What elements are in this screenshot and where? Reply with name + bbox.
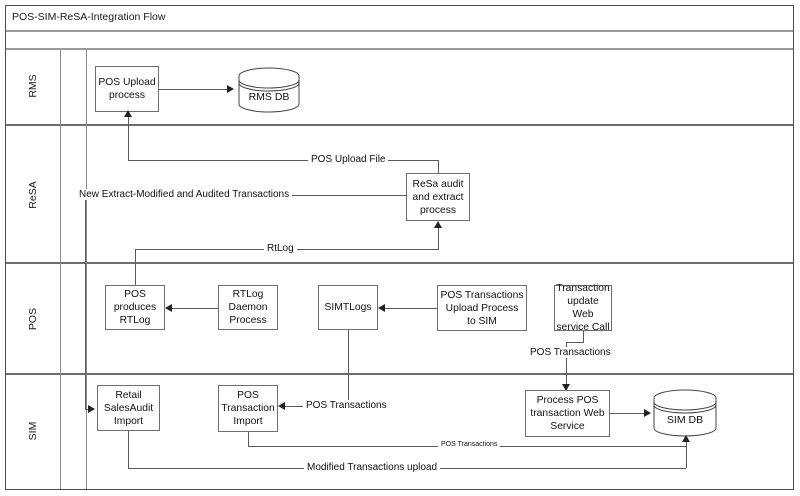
arrowhead-upload-to-rmsdb xyxy=(227,85,234,93)
lane-label-pos: POS xyxy=(27,307,39,331)
arrowhead-txnupdate-to-processpos xyxy=(562,384,570,391)
node-process-pos-transaction-web-service[interactable]: Process POS transaction Web Service xyxy=(525,390,610,437)
arrowhead-upload-to-simtlogs xyxy=(378,304,385,312)
connector-upload-to-simtlogs xyxy=(385,308,437,309)
arrowhead-pos-upload-file xyxy=(124,110,132,117)
node-retail-salesaudit-import[interactable]: Retail SalesAudit Import xyxy=(97,385,160,431)
node-sim-db[interactable]: SIM DB xyxy=(653,389,717,437)
arrowhead-rtlog xyxy=(434,221,442,228)
node-rms-db-label: RMS DB xyxy=(248,91,290,103)
connector-postxnimport-into-simdb xyxy=(686,440,687,446)
connector-pos-upload-file-right-vertical xyxy=(438,160,439,173)
arrowhead-postxnimport-to-simdb xyxy=(682,435,690,442)
connector-simtlogs-vertical xyxy=(348,330,349,406)
node-pos-produces-rtlog[interactable]: POS produces RTLog xyxy=(105,285,165,330)
arrowhead-simtlogs-to-postxnimport xyxy=(278,402,285,410)
connector-modified-left-vertical xyxy=(128,431,129,468)
connector-pos-upload-file-horizontal xyxy=(128,160,439,161)
connector-processpos-to-simdb xyxy=(610,413,644,414)
diagram-title: POS-SIM-ReSA-Integration Flow xyxy=(12,11,166,23)
arrowhead-daemon-to-produces xyxy=(165,304,172,312)
edge-label-pos-upload-file: POS Upload File xyxy=(308,154,389,165)
lane-label-resa: ReSA xyxy=(27,181,39,209)
lane-content-left-rule xyxy=(86,50,87,489)
lane-divider-rms-resa xyxy=(6,124,793,126)
edge-label-modified-transactions-upload: Modified Transactions upload xyxy=(304,462,441,473)
diagram-header-band xyxy=(6,33,793,50)
edge-label-pos-transactions-sim-lane: POS Transactions xyxy=(303,400,390,411)
node-pos-transactions-upload-to-sim[interactable]: POS Transactions Upload Process to SIM xyxy=(437,285,527,331)
node-transaction-update-web-service-call[interactable]: Transaction update Web service Call xyxy=(554,283,612,333)
node-rms-db[interactable]: RMS DB xyxy=(238,67,300,113)
connector-rtlog-left-vertical xyxy=(135,249,136,285)
node-pos-upload-process[interactable]: POS Upload process xyxy=(95,66,159,112)
connector-upload-to-rmsdb xyxy=(159,89,227,90)
connector-txnupdate-vertical-a xyxy=(583,331,584,342)
node-pos-transaction-import[interactable]: POS Transaction Import xyxy=(218,385,278,432)
connector-modified-right-vertical xyxy=(686,446,687,468)
edge-label-pos-transactions-pos-lane: POS Transactions xyxy=(527,347,614,358)
edge-label-rtlog: RtLog xyxy=(264,243,297,254)
lane-label-sim: SIM xyxy=(27,421,39,441)
node-simtlogs[interactable]: SIMTLogs xyxy=(318,285,378,330)
edge-label-pos-transactions-to-simdb: POS Transactions xyxy=(438,441,501,448)
connector-txnupdate-vertical-b xyxy=(566,342,567,388)
lane-label-rms: RMS xyxy=(27,74,39,98)
connector-daemon-to-produces xyxy=(172,308,218,309)
diagram-frame xyxy=(5,5,794,490)
lane-divider-resa-pos xyxy=(6,262,793,264)
node-resa-audit-extract[interactable]: ReSa audit and extract process xyxy=(406,173,470,221)
connector-new-extract-vertical xyxy=(85,195,86,410)
connector-new-extract-into-retail xyxy=(85,409,90,410)
connector-pos-upload-file-left-vertical xyxy=(128,119,129,160)
connector-postxnimport-vertical xyxy=(248,432,249,446)
edge-label-new-extract: New Extract-Modified and Audited Transac… xyxy=(76,189,293,200)
connector-rtlog-right-vertical xyxy=(438,228,439,249)
lane-divider-pos-sim xyxy=(6,373,793,375)
arrowhead-new-extract xyxy=(88,405,95,413)
node-rtlog-daemon-process[interactable]: RTLog Daemon Process xyxy=(218,285,278,330)
connector-txnupdate-jog xyxy=(566,342,584,343)
arrowhead-processpos-to-simdb xyxy=(644,409,651,417)
node-sim-db-label: SIM DB xyxy=(666,414,704,426)
lane-label-column-separator xyxy=(60,50,61,489)
diagram-title-bar xyxy=(6,6,793,32)
